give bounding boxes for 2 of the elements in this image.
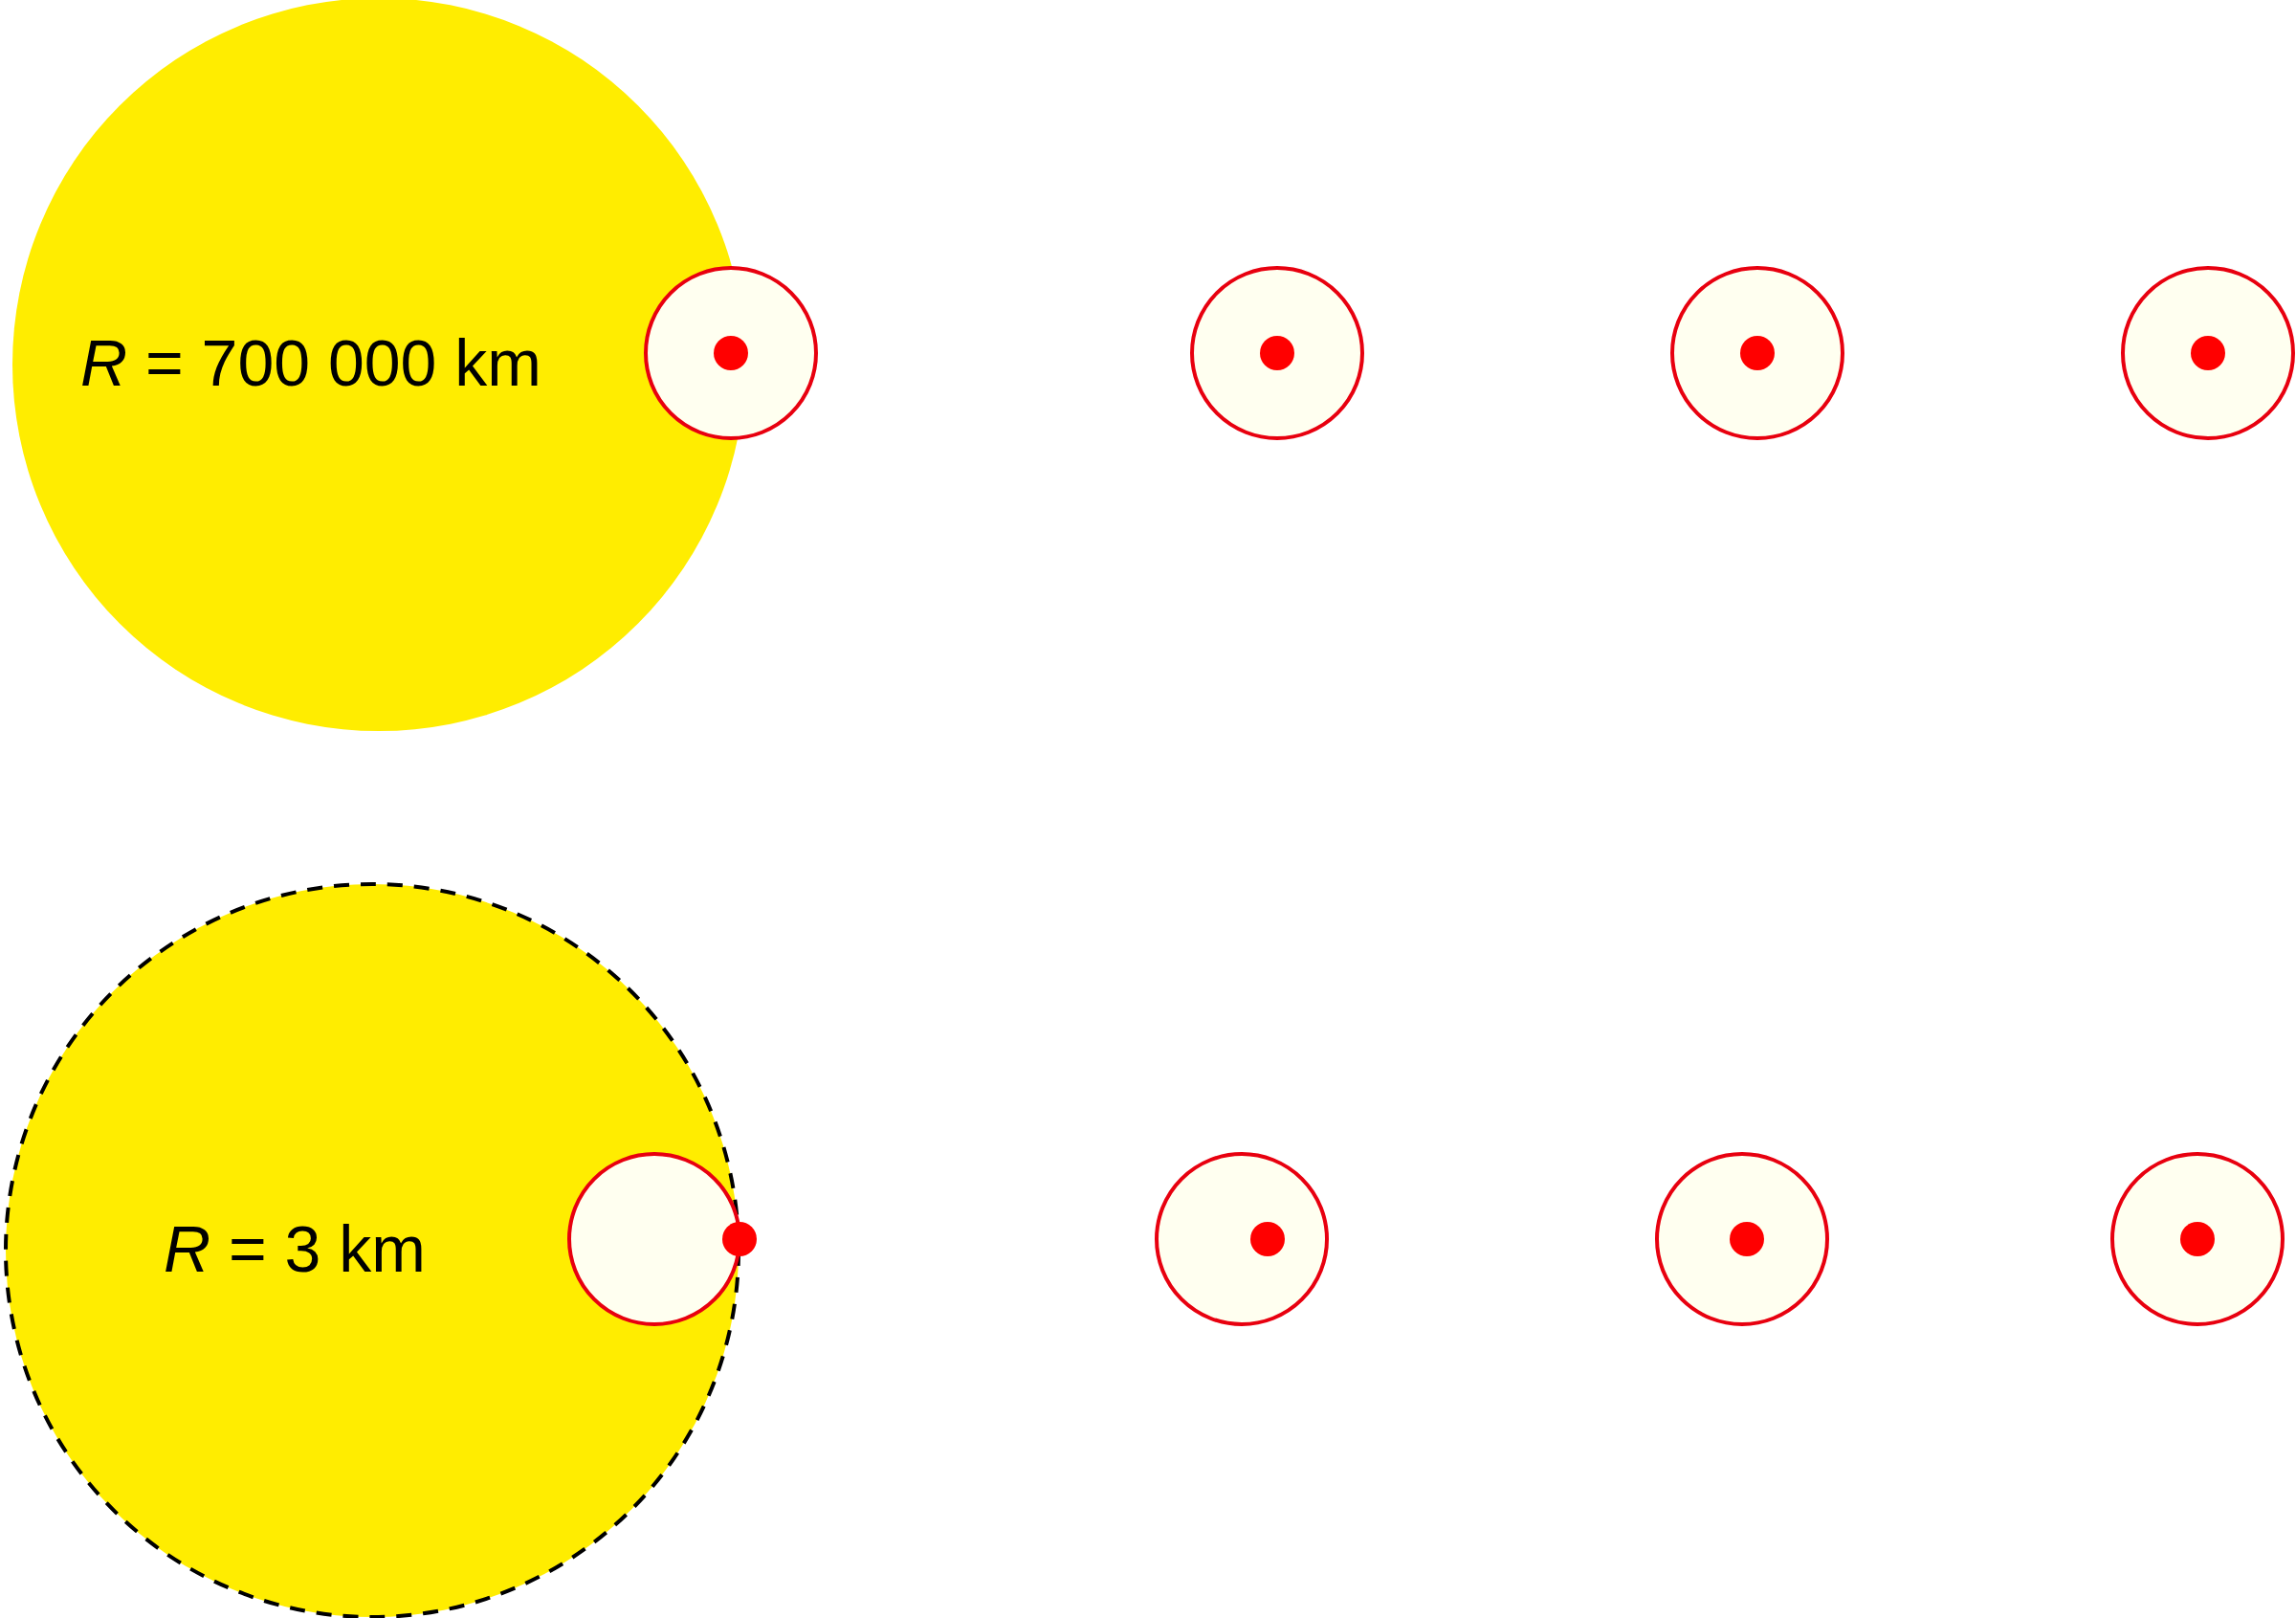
radius-label: R = 3 km [164,1216,426,1281]
radius-label: R = 700 000 km [80,330,541,395]
